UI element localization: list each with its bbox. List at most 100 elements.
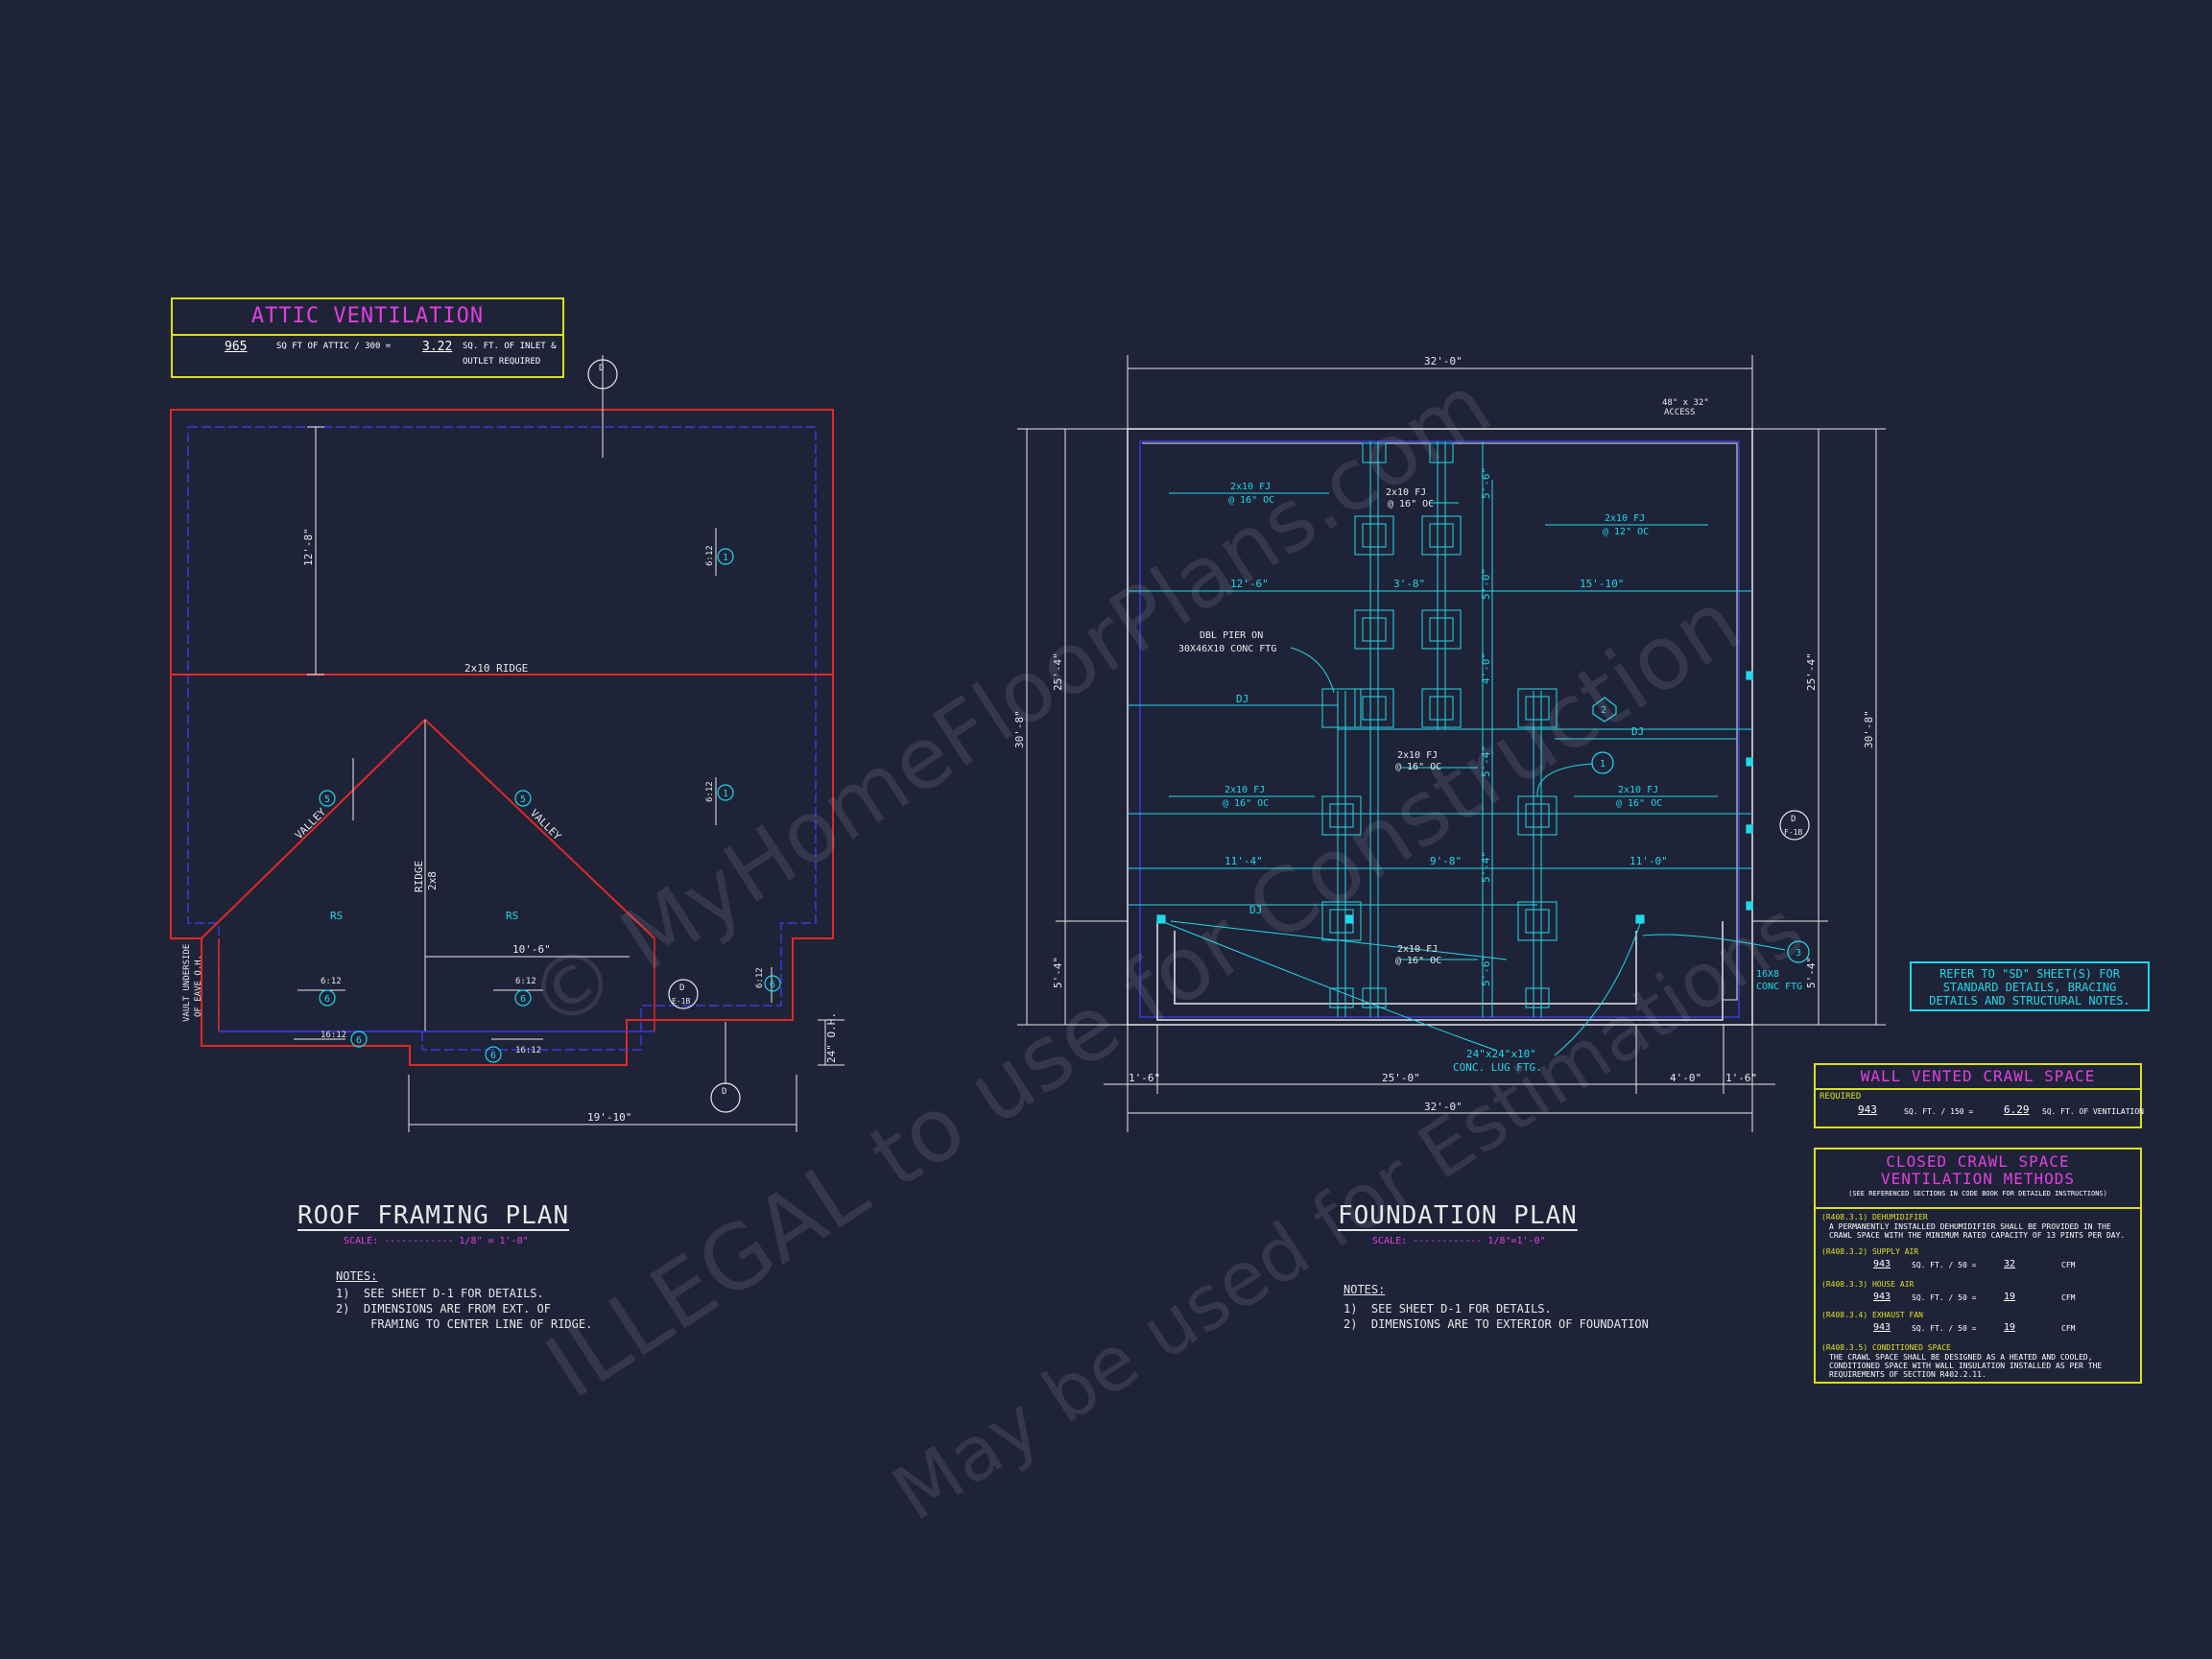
conc-lug-2: CONC. LUG FTG. — [1453, 1061, 1542, 1074]
wall-vented-required: REQUIRED — [1820, 1092, 1862, 1102]
supply-head: (R408.3.2) SUPPLY AIR — [1821, 1247, 1919, 1256]
dim-12-8: 12'-8" — [302, 528, 315, 566]
attic-result: 3.22 — [422, 340, 453, 354]
closed-crawl-box: CLOSED CRAWL SPACE VENTILATION METHODS (… — [1814, 1148, 2142, 1384]
oc-4: @ 16" OC — [1223, 798, 1269, 809]
roof-framing-plan — [170, 355, 844, 1132]
dim-right: 30'-8" — [1863, 710, 1875, 748]
fj-3: 2x10 FJ — [1605, 513, 1645, 524]
closed-crawl-title-2: VENTILATION METHODS — [1880, 1170, 2076, 1188]
access-size: 48" x 32" — [1662, 398, 1709, 408]
foundation-dimensions — [1017, 355, 1886, 1132]
pier-footings — [1321, 442, 1558, 1008]
rs-right: RS — [506, 910, 518, 922]
rs-left: RS — [330, 910, 343, 922]
detail-d-2: D — [679, 984, 684, 993]
tag-1-top: 1 — [723, 553, 728, 563]
exhaust-cfm: 19 — [2004, 1322, 2016, 1333]
joist-arrows — [1160, 492, 1786, 1056]
vault-note-2: OF EAVE O.H. — [194, 955, 203, 1017]
supply-cfm: 32 — [2004, 1259, 2016, 1269]
dim-10-6: 10'-6" — [512, 943, 551, 956]
tag-3: 3 — [1796, 948, 1801, 959]
tag-6-b: 6 — [520, 994, 526, 1005]
roof-plan-scale: SCALE: ------------ 1/8" = 1'-0" — [344, 1236, 529, 1246]
foundation-plan-scale: SCALE: ------------ 1/8"=1'-0" — [1372, 1236, 1546, 1246]
detail-d: D — [1791, 815, 1796, 824]
detail-e1b: E-1B — [672, 997, 690, 1006]
wall-vented-sqft: 943 — [1858, 1103, 1877, 1116]
pitch-right-top: 6:12 — [705, 545, 715, 566]
fj-6: 2x10 FJ — [1397, 750, 1438, 761]
house-cfm: 19 — [2004, 1292, 2016, 1302]
roof-tags — [319, 359, 781, 1113]
pitch-mid: 6:12 — [515, 977, 536, 986]
oc-5: @ 16" OC — [1616, 798, 1662, 809]
oh-label: 24" O.H. — [825, 1012, 838, 1063]
attic-text-3: OUTLET REQUIRED — [463, 357, 541, 367]
attic-text-2: SQ. FT. OF INLET & — [463, 342, 557, 351]
fj-5: 2x10 FJ — [1618, 785, 1658, 795]
valley-right: VALLEY — [528, 807, 564, 843]
dehum-head: (R408.3.1) DEHUMIDIFIER — [1821, 1213, 1928, 1221]
wall-vented-result: 6.29 — [2004, 1103, 2030, 1116]
oc-1: @ 16" OC — [1228, 495, 1274, 506]
wall-vented-title: WALL VENTED CRAWL SPACE — [1816, 1065, 2140, 1090]
tag-1: 1 — [1600, 759, 1605, 770]
wall-vented-calc: REQUIRED 943 SQ. FT. / 150 = 6.29 SQ. FT… — [1816, 1090, 2144, 1128]
tag-6-d: 6 — [490, 1051, 496, 1061]
fj-2: 2x10 FJ — [1386, 487, 1426, 498]
roof-notes: 1) SEE SHEET D-1 FOR DETAILS. 2) DIMENSI… — [336, 1287, 593, 1331]
refer-note: REFER TO "SD" SHEET(S) FOR STANDARD DETA… — [1910, 961, 2150, 1011]
foundation-labels: 32'-0" 32'-0" 30'-8" 25'-4" 5'-4" 30'-8"… — [1013, 355, 1875, 1113]
tag-6-c: 6 — [356, 1035, 362, 1046]
foundation-tags — [1156, 671, 1810, 963]
pitch-bottom-mid: 16:12 — [515, 1046, 541, 1055]
dim-19-10: 19'-10" — [587, 1111, 631, 1124]
exhaust-head: (R408.3.4) EXHAUST FAN — [1821, 1311, 1923, 1319]
ftg-16: 16X8 — [1756, 969, 1779, 980]
ridge-vertical: RIDGE — [413, 861, 425, 892]
dim-11-4: 11'-4" — [1225, 855, 1263, 867]
tag-2: 2 — [1601, 705, 1606, 716]
dehum-text: A PERMANENTLY INSTALLED DEHUMIDIFIER SHA… — [1829, 1222, 2126, 1240]
tag-6-a: 6 — [324, 994, 330, 1005]
pitch-bottom-left: 16:12 — [321, 1031, 346, 1040]
dim-3-8: 3'-8" — [1393, 578, 1425, 590]
dim-right-3: 5'-4" — [1805, 957, 1818, 988]
closed-crawl-title-1: CLOSED CRAWL SPACE — [1886, 1152, 2070, 1171]
vault-note: VAULT UNDERSIDE — [182, 944, 192, 1022]
oc-2: @ 16" OC — [1388, 499, 1434, 510]
dim-4-0: 4'-0" — [1480, 652, 1492, 684]
attic-ventilation-box: ATTIC VENTILATION 965 SQ FT OF ATTIC / 3… — [171, 297, 564, 378]
house-sqft: 943 — [1873, 1292, 1891, 1302]
foundation-notes: 1) SEE SHEET D-1 FOR DETAILS. 2) DIMENSI… — [1344, 1302, 1649, 1331]
dim-5-4: 5'-4" — [1480, 746, 1492, 777]
closed-crawl-subtitle: (SEE REFERENCED SECTIONS IN CODE BOOK FO… — [1848, 1190, 2107, 1197]
wall-vented-crawl-box: WALL VENTED CRAWL SPACE REQUIRED 943 SQ.… — [1814, 1063, 2144, 1128]
dim-4-0-b: 4'-0" — [1670, 1072, 1701, 1084]
house-head: (R408.3.3) HOUSE AIR — [1821, 1280, 1915, 1289]
dim-1-6-left: 1'-6" — [1129, 1072, 1160, 1084]
dj-3: DJ — [1249, 904, 1262, 916]
foundation-plan-title: FOUNDATION PLAN — [1338, 1201, 1578, 1230]
wall-vented-text-1: SQ. FT. / 150 = — [1904, 1107, 1974, 1116]
house-rate: SQ. FT. / 50 = — [1912, 1293, 1977, 1302]
dim-5-4-b: 5'-4" — [1480, 851, 1492, 883]
tag-6-e: 6 — [770, 980, 775, 990]
dj-1: DJ — [1236, 693, 1249, 705]
tag-5-right: 5 — [520, 794, 526, 805]
dim-9-8: 9'-8" — [1430, 855, 1462, 867]
roof-plan-title: ROOF FRAMING PLAN — [297, 1201, 570, 1230]
detail-d-1: D — [599, 364, 604, 373]
valley-left: VALLEY — [293, 806, 329, 842]
wall-vented-text-2: SQ. FT. OF VENTILATION — [2042, 1107, 2144, 1116]
attic-sqft: 965 — [225, 340, 248, 354]
foundation-plan — [1127, 428, 1753, 1026]
dim-5-6-top: 5'-6" — [1480, 467, 1492, 499]
closed-crawl-header: CLOSED CRAWL SPACE VENTILATION METHODS (… — [1816, 1149, 2140, 1209]
dim-15-10: 15'-10" — [1580, 578, 1624, 590]
tag-5-left: 5 — [324, 794, 330, 805]
dim-top: 32'-0" — [1424, 355, 1463, 367]
exhaust-rate: SQ. FT. / 50 = — [1912, 1324, 1977, 1333]
